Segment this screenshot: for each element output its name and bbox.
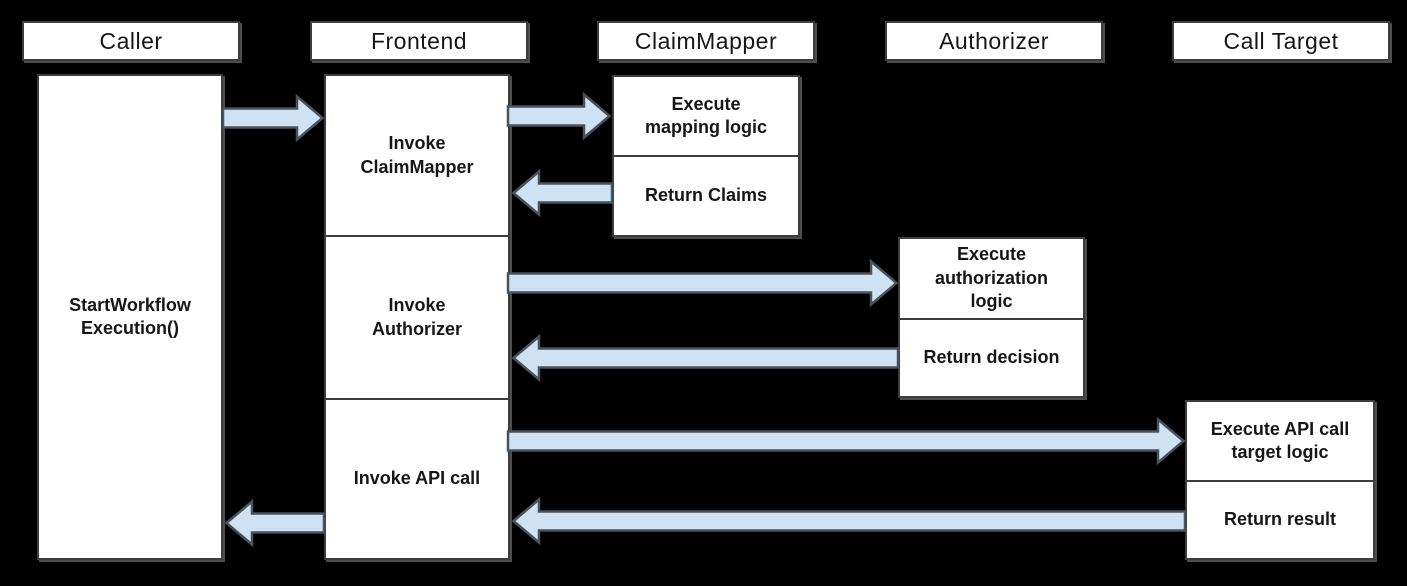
arrow-caller-to-frontend (221, 93, 325, 143)
activation-calltarget: Execute API call target logic Return res… (1185, 400, 1375, 560)
activation-label-return-claims: Return Claims (644, 185, 768, 206)
activation-label-return-result: Return result (1223, 509, 1337, 530)
arrow-frontend-to-caller (224, 498, 326, 548)
activation-authorizer: Execute authorization logic Return decis… (898, 237, 1085, 398)
activation-label-invoke-authorizer: Invoke Authorizer (372, 295, 462, 339)
activation-label-invoke-api-call: Invoke API call (353, 468, 481, 489)
activation-label-execute-mapping-logic: Execute mapping logic (644, 93, 767, 137)
segment-divider (1187, 480, 1373, 482)
activation-caller: StartWorkflow Execution() (37, 74, 223, 560)
lifeline-header-authorizer: Authorizer (885, 21, 1103, 61)
activation-label-invoke-claimmapper: Invoke ClaimMapper (360, 133, 474, 177)
activation-label-execute-api-call-target-logic: Execute API call target logic (1210, 418, 1350, 462)
lifeline-header-frontend: Frontend (310, 21, 528, 61)
arrow-authorizer-to-frontend (511, 333, 900, 383)
segment-divider (900, 318, 1083, 320)
activation-label-execute-authorization-logic: Execute authorization logic (935, 244, 1048, 312)
segment-divider (614, 155, 798, 157)
arrow-frontend-to-claimmapper (506, 91, 612, 141)
lifeline-header-calltarget: Call Target (1172, 21, 1390, 61)
segment-divider (326, 398, 508, 400)
activation-claimmapper: Execute mapping logic Return Claims (612, 75, 800, 237)
activation-label-return-decision: Return decision (923, 347, 1060, 368)
activation-label-startworkflowexecution: StartWorkflow Execution() (69, 294, 191, 338)
arrow-calltarget-to-frontend (511, 496, 1187, 546)
activation-frontend: Invoke ClaimMapper Invoke Authorizer Inv… (324, 74, 510, 560)
arrow-frontend-to-calltarget (506, 416, 1186, 466)
arrow-frontend-to-authorizer (506, 258, 899, 308)
arrow-claimmapper-to-frontend (511, 168, 614, 218)
lifeline-header-caller: Caller (22, 21, 240, 61)
segment-divider (326, 235, 508, 237)
lifeline-header-claimmapper: ClaimMapper (597, 21, 815, 61)
